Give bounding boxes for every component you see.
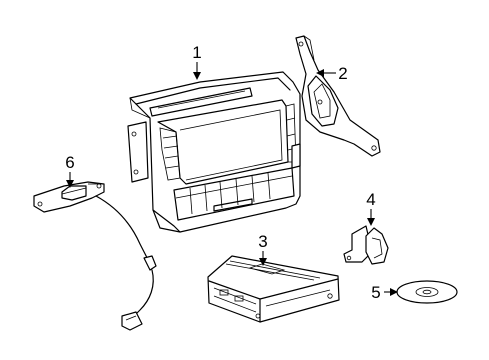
callout-2: 2: [316, 64, 348, 83]
part-3-amplifier-module: [207, 255, 340, 323]
part-4-speaker-bracket: [343, 225, 389, 265]
callout-6: 6: [65, 153, 75, 188]
part-2-mounting-bracket: [295, 35, 381, 157]
callout-label-1: 1: [192, 43, 201, 62]
callout-label-4: 4: [366, 190, 375, 209]
callout-4: 4: [366, 190, 376, 226]
callout-label-6: 6: [65, 153, 74, 172]
callout-1: 1: [192, 43, 202, 80]
callout-label-2: 2: [338, 64, 347, 83]
part-1-navigation-head-unit: [127, 71, 301, 233]
callout-label-5: 5: [371, 283, 380, 302]
callout-3: 3: [258, 232, 268, 266]
callout-5: 5: [371, 283, 398, 302]
part-5-disc: [396, 280, 458, 304]
callout-label-3: 3: [258, 232, 267, 251]
part-6-antenna-cable: [33, 181, 157, 331]
